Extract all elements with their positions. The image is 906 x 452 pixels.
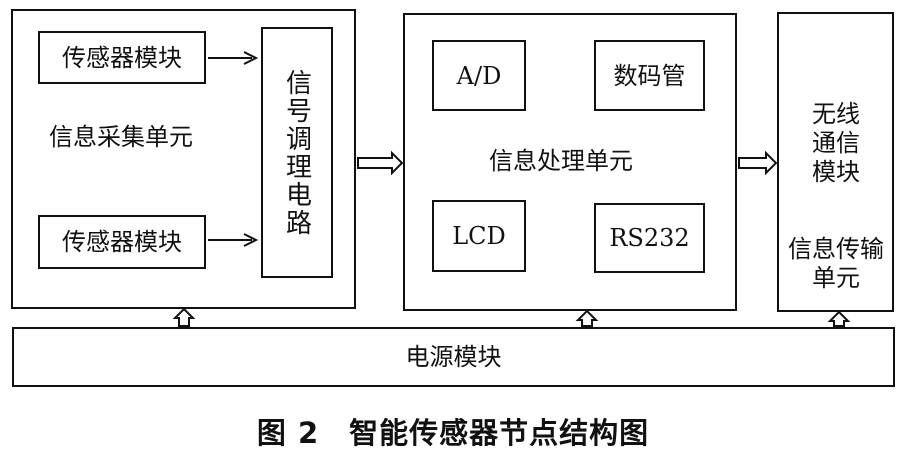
rs232-label: RS232 <box>609 224 690 252</box>
collection-unit-label: 信息采集单元 <box>49 123 193 151</box>
arrow-power-to-processing <box>575 309 599 327</box>
arrow-sensor-bottom <box>208 233 259 247</box>
arrow-processing-to-transmission <box>738 150 778 176</box>
sensor-module-top-label: 传感器模块 <box>62 43 182 72</box>
power-module: 电源模块 <box>12 327 895 387</box>
digital-tube: 数码管 <box>594 40 705 111</box>
rs232-module: RS232 <box>594 203 705 273</box>
arrow-sensor-top <box>208 51 259 65</box>
ad-label: A/D <box>456 61 502 90</box>
figure-caption: 图 2 智能传感器节点结构图 <box>256 416 650 450</box>
transmission-unit-label: 信息传输单元 <box>788 235 884 292</box>
signal-conditioning-circuit: 信号调理电路 <box>261 27 333 278</box>
sensor-module-top: 传感器模块 <box>38 31 206 84</box>
transmission-unit <box>777 12 894 312</box>
power-module-label: 电源模块 <box>405 343 502 371</box>
signal-conditioning-label: 信号调理电路 <box>281 68 312 237</box>
lcd-label: LCD <box>452 222 506 250</box>
sensor-module-bottom: 传感器模块 <box>38 215 206 269</box>
sensor-module-bottom-label: 传感器模块 <box>62 228 182 256</box>
arrow-power-to-transmission <box>827 310 851 327</box>
ad-converter: A/D <box>432 40 526 111</box>
wireless-module-label: 无线通信模块 <box>812 100 860 186</box>
digital-tube-label: 数码管 <box>613 61 686 90</box>
arrow-collection-to-processing <box>357 150 404 176</box>
arrow-power-to-collection <box>172 307 196 327</box>
lcd-module: LCD <box>432 200 526 272</box>
processing-unit-label: 信息处理单元 <box>489 147 633 175</box>
